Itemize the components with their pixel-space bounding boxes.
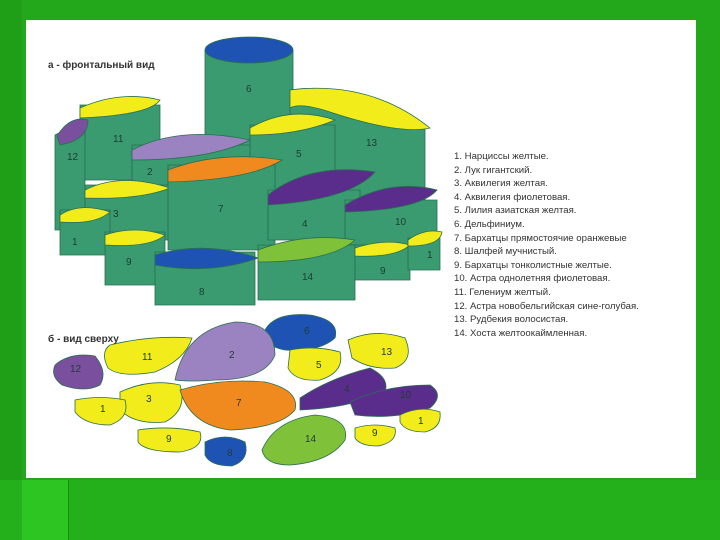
top-view-label: б - вид сверху: [48, 334, 119, 345]
blob-3: [119, 382, 183, 423]
top-label-10: 10: [400, 390, 412, 401]
front-label-2: 11: [113, 134, 124, 145]
top-view: [53, 314, 441, 467]
top-6: [204, 36, 294, 64]
front-label-10: 10: [395, 217, 407, 228]
top-label-2: 2: [229, 350, 235, 361]
front-label-5: 13: [366, 138, 378, 149]
front-view-label: а - фронтальный вид: [48, 60, 155, 71]
top-label-7: 3: [146, 394, 152, 405]
legend-item-2: 2. Лук гигантский.: [454, 164, 533, 176]
top-10: [344, 185, 438, 213]
top-label-13: 14: [305, 434, 317, 445]
legend: 1. Нарциссы желтые. 2. Лук гигантский. 3…: [454, 150, 694, 340]
front-label-13: 14: [302, 272, 314, 283]
blob-13: [347, 333, 409, 369]
top-5: [249, 113, 337, 136]
top-14: [257, 237, 356, 263]
top-13: [289, 87, 431, 130]
front-label-8: 3: [113, 209, 119, 220]
legend-item-6: 6. Дельфиниум.: [454, 218, 525, 230]
top-label-6: 13: [381, 347, 393, 358]
front-label-11: 1: [72, 237, 78, 248]
legend-item-9: 9. Бархатцы тонколистные желтые.: [454, 259, 612, 271]
top-1b: [407, 230, 443, 247]
legend-item-1: 1. Нарциссы желтые.: [454, 151, 549, 162]
legend-item-4: 4. Аквилегия фиолетовая.: [454, 191, 571, 203]
front-label-7: 7: [218, 204, 224, 215]
front-label-16: 1: [427, 250, 433, 261]
top-label-1: 6: [304, 326, 310, 337]
front-label-9: 4: [302, 219, 308, 230]
blob-2: [174, 321, 276, 382]
front-label-15: 9: [380, 266, 386, 277]
legend-item-10: 10. Астра однолетняя фиолетовая.: [454, 273, 611, 285]
top-11: [79, 96, 161, 119]
top-number-labels: 6 2 11 12 5 13 3 7 4 10 1 9 14 8 9 1: [70, 326, 424, 459]
top-label-9: 4: [344, 384, 350, 395]
legend-item-5: 5. Лилия азиатская желтая.: [454, 205, 577, 217]
bottom-stripe: [0, 480, 720, 540]
blob-6: [263, 314, 337, 351]
blob-14: [261, 414, 347, 466]
top-label-8: 7: [236, 398, 242, 409]
top-label-11: 1: [100, 404, 106, 415]
front-label-12: 9: [126, 257, 132, 268]
front-label-1: 6: [246, 84, 252, 95]
front-label-6: 2: [147, 167, 153, 178]
top-label-15: 9: [372, 428, 378, 439]
legend-item-8: 8. Шалфей мучнистый.: [454, 246, 557, 258]
top-12: [56, 118, 89, 146]
blob-12: [53, 354, 104, 390]
front-label-3: 12: [67, 152, 79, 163]
blob-7: [179, 380, 297, 431]
legend-item-3: 3. Аквилегия желтая.: [454, 178, 548, 190]
blob-10: [349, 384, 438, 417]
legend-item-11: 11. Гелениум желтый.: [454, 286, 551, 298]
left-stripe: [0, 0, 22, 540]
corner-box: [22, 480, 69, 540]
top-4: [267, 169, 376, 206]
top-label-5: 5: [316, 360, 322, 371]
blob-5: [287, 347, 342, 381]
front-label-4: 5: [296, 149, 302, 160]
front-label-14: 8: [199, 287, 205, 298]
legend-item-12: 12. Астра новобельгийская сине-голубая.: [454, 300, 639, 312]
legend-item-13: 13. Рудбекия волосистая.: [454, 314, 569, 326]
top-label-16: 1: [418, 416, 424, 427]
blob-11: [104, 336, 193, 375]
top-2: [131, 134, 252, 161]
blob-1: [74, 397, 127, 426]
legend-item-7: 7. Бархатцы прямостоячие оранжевые: [454, 232, 627, 244]
blob-8: [204, 436, 247, 467]
blob-1b: [399, 408, 441, 433]
front-view: [54, 36, 443, 306]
legend-item-14: 14. Хоста желтоокаймленная.: [454, 327, 588, 339]
top-9: [104, 229, 166, 246]
blob-9: [137, 427, 202, 453]
top-1: [59, 207, 111, 223]
top-label-12: 9: [166, 434, 172, 445]
top-label-14: 8: [227, 448, 233, 459]
top-label-3: 11: [142, 352, 153, 363]
blob-9b: [354, 424, 396, 447]
top-7: [167, 156, 284, 183]
front-number-labels: 6 11 12 5 13 2 7 3 4 10 1 9 14 8 9 1: [67, 84, 433, 298]
top-label-4: 12: [70, 364, 82, 375]
